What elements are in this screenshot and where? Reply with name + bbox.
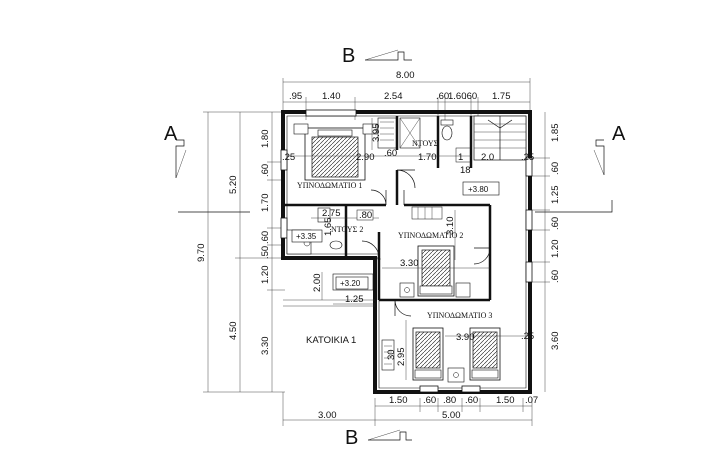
dim-right-seg-2: .60 xyxy=(550,162,561,175)
room-label-bedroom-3: ΥΠΝΟΔΩΜΑΤΙΟ 3 xyxy=(427,311,492,320)
dim-left-seg-6: 1.20 xyxy=(260,266,271,285)
dim-stair-small-width: 1.25 xyxy=(345,294,364,305)
section-label-a-left: A xyxy=(164,123,178,145)
left-dimensions: 9.70 5.20 4.50 1.80 .60 1.70 .60 .50 1.2… xyxy=(196,111,285,393)
section-label-b-top: B xyxy=(342,45,355,67)
dim-left-seg-2: .60 xyxy=(260,164,271,177)
dim-top-seg-6: .60 xyxy=(464,91,477,102)
room-labels: ΥΠΝΟΔΩΜΑΤΙΟ 1 ΥΠΝΟΔΩΜΑΤΙΟ 2 ΥΠΝΟΔΩΜΑΤΙΟ … xyxy=(297,139,492,346)
dim-right-seg-1: 1.85 xyxy=(550,124,561,143)
interior-walls xyxy=(283,116,492,302)
level-stair: +3.20 xyxy=(340,279,361,288)
right-dimensions: 1.85 .60 1.25 .60 1.20 .60 3.60 xyxy=(530,112,561,392)
dim-left-seg-7: 3.30 xyxy=(260,337,271,356)
bed-3a xyxy=(412,327,444,381)
dim-stair-b: 2.0 xyxy=(481,152,494,163)
bed-2 xyxy=(399,206,471,298)
dim-top-seg-5: 1.60 xyxy=(448,91,467,102)
windows xyxy=(280,109,533,393)
dim-stair-a: 1 xyxy=(458,152,463,163)
dim-bottom-seg-4: .60 xyxy=(465,395,478,406)
wardrobe-1 xyxy=(377,117,397,149)
inner-dimensions: 3.95 2.90 .60 1.70 1 2.0 18 .25 .25 2.75… xyxy=(282,118,534,380)
level-markers: +3.80 +3.35 +3.20 xyxy=(291,181,500,290)
dim-top-overall: 8.00 xyxy=(396,70,415,81)
dim-bed1-width: 2.90 xyxy=(356,152,375,163)
dim-wc-a: .60 xyxy=(384,148,397,159)
dim-right-seg-4: .60 xyxy=(550,217,561,230)
room-label-bedroom-1: ΥΠΝΟΔΩΜΑΤΙΟ 1 xyxy=(297,181,362,190)
dim-toilet-width: 1.70 xyxy=(418,152,437,163)
dim-left-seg-5: .50 xyxy=(260,246,271,259)
staircase xyxy=(455,115,527,163)
dim-top-seg-3: 2.54 xyxy=(384,91,403,102)
dim-left-seg-3: 1.70 xyxy=(260,194,271,213)
dim-left-upper: 5.20 xyxy=(228,176,239,195)
dim-top-seg-7: 1.75 xyxy=(492,91,511,102)
dim-bottom-right: 5.00 xyxy=(442,410,461,421)
dim-bed1-length: 3.95 xyxy=(371,124,382,143)
dim-left-seg-1: 1.80 xyxy=(260,130,271,149)
shower-room-1 xyxy=(399,117,454,149)
dim-bed3-side: .25 xyxy=(521,331,534,342)
bottom-dimensions: 1.50 .60 .80 .60 1.50 .07 3.00 5.00 xyxy=(282,392,538,426)
section-label-b-bottom: B xyxy=(345,427,358,449)
dim-left-seg-4: .60 xyxy=(260,231,271,244)
section-mark-b-bottom: B xyxy=(345,427,412,449)
dim-right-seg-5: 1.20 xyxy=(550,240,561,259)
dim-hall-width: 2.75 xyxy=(322,208,341,219)
room-label-wc-2: ΝΤΟΥΣ 2 xyxy=(331,225,363,234)
dim-stair-small: 2.00 xyxy=(312,274,323,293)
room-label-apartment: ΚΑΤΟΙΚΙΑ 1 xyxy=(306,335,356,346)
dim-right-seg-7: 3.60 xyxy=(550,332,561,351)
bed-1 xyxy=(293,123,378,181)
dim-hall-b: .80 xyxy=(359,210,372,221)
dim-bottom-seg-1: 1.50 xyxy=(389,395,408,406)
dim-bottom-seg-3: .80 xyxy=(443,395,456,406)
section-mark-a-left: A xyxy=(164,123,250,213)
section-label-a-right: A xyxy=(612,123,626,145)
dim-bed2-width: 3.30 xyxy=(400,258,419,269)
dim-bottom-seg-5: 1.50 xyxy=(496,395,515,406)
dim-bed3-width: 3.90 xyxy=(456,332,475,343)
section-mark-a-right: A xyxy=(535,123,626,213)
level-landing: +3.80 xyxy=(468,185,489,194)
section-mark-b-top: B xyxy=(342,45,412,67)
dim-top-seg-1: .95 xyxy=(289,91,302,102)
room-label-bedroom-2: ΥΠΝΟΔΩΜΑΤΙΟ 2 xyxy=(398,231,463,240)
dim-top-seg-4: .60 xyxy=(436,91,449,102)
dim-left-lower: 4.50 xyxy=(228,322,239,341)
dim-right-seg-3: 1.25 xyxy=(550,186,561,205)
dim-bed3-height: 2.95 xyxy=(396,348,407,367)
dim-bed2-height: 3.10 xyxy=(445,217,456,236)
bedroom3-furniture xyxy=(381,339,465,383)
room-label-wc-1: ΝΤΟΥΣ xyxy=(412,139,439,148)
dim-side-left: .25 xyxy=(282,152,295,163)
dim-side-right-a: .25 xyxy=(521,152,534,163)
dim-bottom-left: 3.00 xyxy=(318,410,337,421)
dim-stair-number: 18 xyxy=(460,165,471,176)
dim-bottom-seg-2: .60 xyxy=(423,395,436,406)
level-bath: +3.35 xyxy=(296,232,317,241)
dim-right-seg-6: .60 xyxy=(550,270,561,283)
dim-top-seg-2: 1.40 xyxy=(322,91,341,102)
doors xyxy=(361,169,491,317)
dim-bath2-height: 1.65 xyxy=(323,218,334,237)
dim-left-overall: 9.70 xyxy=(196,244,207,263)
dim-mark-30: 30 xyxy=(386,349,397,360)
bed-3b xyxy=(469,327,501,381)
dim-bottom-seg-6: .07 xyxy=(525,395,538,406)
